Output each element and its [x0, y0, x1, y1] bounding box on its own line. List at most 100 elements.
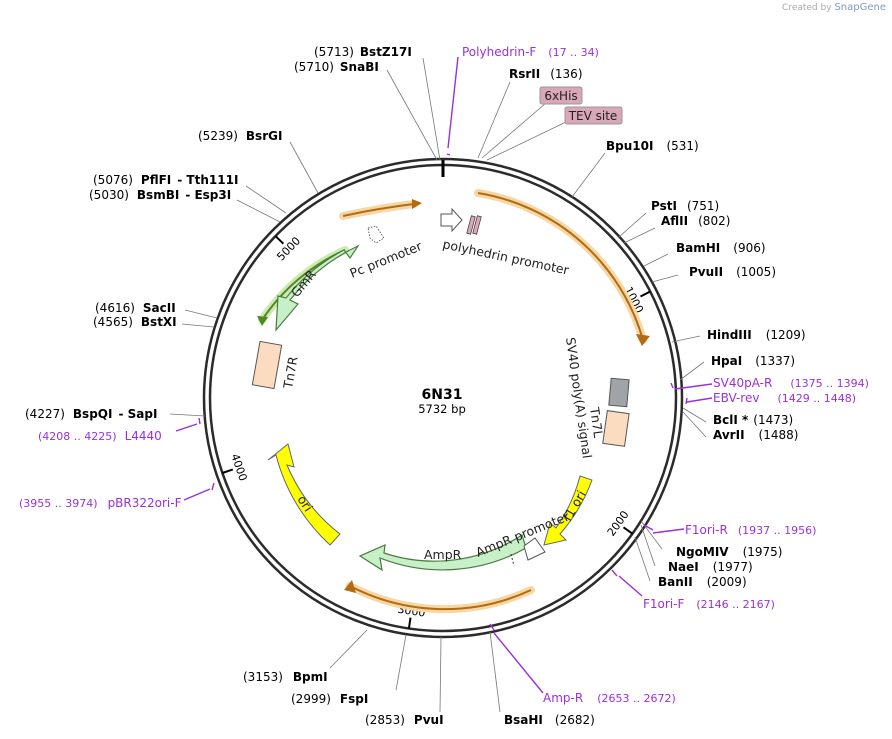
tag-6xhis: 6xHis — [544, 89, 577, 103]
created-by-text: Created by — [782, 3, 832, 13]
ori-arrow — [267, 443, 341, 546]
enzyme-bpmi: BpmI — [293, 670, 328, 684]
svg-text:(5710)SnaBI: (5710)SnaBI — [294, 60, 379, 74]
tick-mark-3000 — [407, 617, 412, 629]
svg-text:(5239)BsrGI: (5239)BsrGI — [198, 129, 282, 143]
svg-text:(5076)PflFI- Tth111I: (5076)PflFI- Tth111I — [93, 173, 238, 187]
ampr-arrow — [358, 534, 527, 572]
enzyme-banii: BanII — [658, 575, 693, 589]
orf-arcs — [257, 189, 650, 614]
svg-text:BclI *(1473): BclI *(1473) — [713, 413, 793, 427]
polyhedrin-promoter-arrow — [440, 207, 463, 233]
primer-f1ori-f: F1ori-F — [643, 597, 684, 611]
tick-mark-1000 — [640, 290, 651, 298]
enzyme-esp3i: - Esp3I — [185, 188, 231, 202]
primer-pbr322ori-f: pBR322ori-F — [108, 496, 182, 510]
sv40-terminator — [608, 377, 630, 408]
tev-site-mark — [472, 215, 482, 235]
svg-text:NgoMIV(1975): NgoMIV(1975) — [676, 545, 782, 559]
enzyme-snabi: SnaBI — [340, 60, 379, 74]
f1-ori-arrow — [543, 475, 593, 546]
tick-label-4000: 4000 — [228, 452, 249, 483]
svg-text:EBV-rev(1429 .. 1448): EBV-rev(1429 .. 1448) — [713, 391, 856, 405]
enzyme-bsrgi: BsrGI — [246, 129, 283, 143]
enzyme-avrii: AvrII — [713, 428, 745, 442]
enzyme-hpai: HpaI — [711, 354, 742, 368]
svg-text:BanII(2009): BanII(2009) — [658, 575, 747, 589]
enzyme-pvuii: PvuII — [689, 265, 723, 279]
enzyme-ngomiv: NgoMIV — [676, 545, 729, 559]
svg-text:SV40pA-R(1375 .. 1394): SV40pA-R(1375 .. 1394) — [713, 376, 869, 390]
enzyme-pvui: PvuI — [414, 713, 444, 727]
svg-text:(2853)PvuI: (2853)PvuI — [365, 713, 444, 727]
svg-text:NaeI(1977): NaeI(1977) — [668, 560, 753, 574]
svg-text:(5030)BsmBI- Esp3I: (5030)BsmBI- Esp3I — [89, 188, 231, 202]
svg-text:(4616)SacII: (4616)SacII — [95, 301, 176, 315]
leader-lines — [169, 57, 707, 713]
enzyme-sapi: - SapI — [118, 407, 157, 421]
feature-label-sv40-poly-a: SV40 poly(A) signal — [563, 336, 595, 459]
enzyme-naei: NaeI — [668, 560, 699, 574]
svg-text:PstI(751): PstI(751) — [651, 199, 719, 213]
svg-text:HindIII(1209): HindIII(1209) — [707, 328, 806, 342]
svg-text:(4227)BspQI- SapI: (4227)BspQI- SapI — [25, 407, 157, 421]
feature-label-ori: ori — [294, 492, 315, 514]
svg-text:(5713)BstZ17I: (5713)BstZ17I — [314, 45, 412, 59]
svg-text:(3955 .. 3974)pBR322ori-F: (3955 .. 3974)pBR322ori-F — [19, 496, 182, 510]
primer-sv40pa-r: SV40pA-R — [713, 376, 772, 390]
features — [251, 207, 630, 572]
enzyme-psti: PstI — [651, 199, 677, 213]
feature-label-pc-promoter: Pc promoter — [348, 238, 425, 281]
primer-ebv-rev: EBV-rev — [713, 391, 759, 405]
tag-labels: 6xHis TEV site — [539, 86, 623, 125]
tick-mark-2000 — [622, 526, 634, 535]
tn7r-box — [251, 340, 283, 390]
svg-text:AvrII(1488): AvrII(1488) — [713, 428, 798, 442]
snapgene-logo: SnapGene — [834, 2, 886, 13]
enzyme-aflii: AflII — [661, 214, 688, 228]
enzyme-rsrii: RsrII — [509, 67, 540, 81]
tag-tev-site: TEV site — [568, 109, 618, 123]
enzyme-labels: (5713)BstZ17I (5710)SnaBI RsrII(136) Bpu… — [25, 45, 806, 727]
enzyme-bpu10i: Bpu10I — [606, 139, 653, 153]
tn7l-box — [602, 410, 630, 447]
plasmid-name: 6N31 — [422, 387, 463, 403]
enzyme-bsahi: BsaHI — [504, 713, 543, 727]
tick-mark-5000 — [274, 235, 285, 245]
tick-mark-4000 — [222, 468, 234, 474]
svg-text:Polyhedrin-F(17 .. 34): Polyhedrin-F(17 .. 34) — [462, 45, 599, 59]
primer-marks — [175, 56, 713, 694]
primer-labels: Polyhedrin-F(17 .. 34) SV40pA-R(1375 .. … — [19, 45, 869, 705]
svg-text:HpaI(1337): HpaI(1337) — [711, 354, 795, 368]
svg-text:(4565)BstXI: (4565)BstXI — [93, 315, 177, 329]
enzyme-pflfi: PflFI — [141, 173, 171, 187]
plasmid-backbone — [202, 157, 684, 639]
svg-text:RsrII(136): RsrII(136) — [509, 67, 583, 81]
primer-f1ori-r: F1ori-R — [685, 523, 728, 537]
tick-label-2000: 2000 — [605, 508, 632, 538]
feature-label-tn7l: Tn7L — [587, 405, 606, 438]
primer-l4440: L4440 — [125, 429, 162, 443]
svg-text:PvuII(1005): PvuII(1005) — [689, 265, 776, 279]
enzyme-bsmbi: BsmBI — [137, 188, 179, 202]
enzyme-bamhi: BamHI — [676, 241, 720, 255]
enzyme-bspqi: BspQI — [73, 407, 113, 421]
svg-text:Amp-R(2653 .. 2672): Amp-R(2653 .. 2672) — [543, 691, 676, 705]
enzyme-bstz17i: BstZ17I — [360, 45, 412, 59]
enzyme-hindiii: HindIII — [707, 328, 752, 342]
svg-text:BsaHI(2682): BsaHI(2682) — [504, 713, 595, 727]
feature-label-polyhedrin-promoter: polyhedrin promoter — [441, 236, 571, 278]
snapgene-credit: Created by SnapGene — [782, 2, 886, 13]
svg-text:F1ori-F(2146 .. 2167): F1ori-F(2146 .. 2167) — [643, 597, 775, 611]
svg-text:F1ori-R(1937 .. 1956): F1ori-R(1937 .. 1956) — [685, 523, 816, 537]
svg-text:(3153)BpmI: (3153)BpmI — [243, 670, 328, 684]
svg-text:BamHI(906): BamHI(906) — [676, 241, 766, 255]
ampr-promoter-arrow — [523, 537, 546, 561]
svg-text:(4208 .. 4225)L4440: (4208 .. 4225)L4440 — [38, 429, 162, 443]
enzyme-fspi: FspI — [340, 692, 368, 706]
feature-label-ampr: AmpR — [424, 547, 462, 562]
plasmid-size: 5732 bp — [418, 402, 466, 416]
primer-polyhedrin-f: Polyhedrin-F — [462, 45, 536, 59]
pc-promoter-mark — [367, 225, 385, 244]
